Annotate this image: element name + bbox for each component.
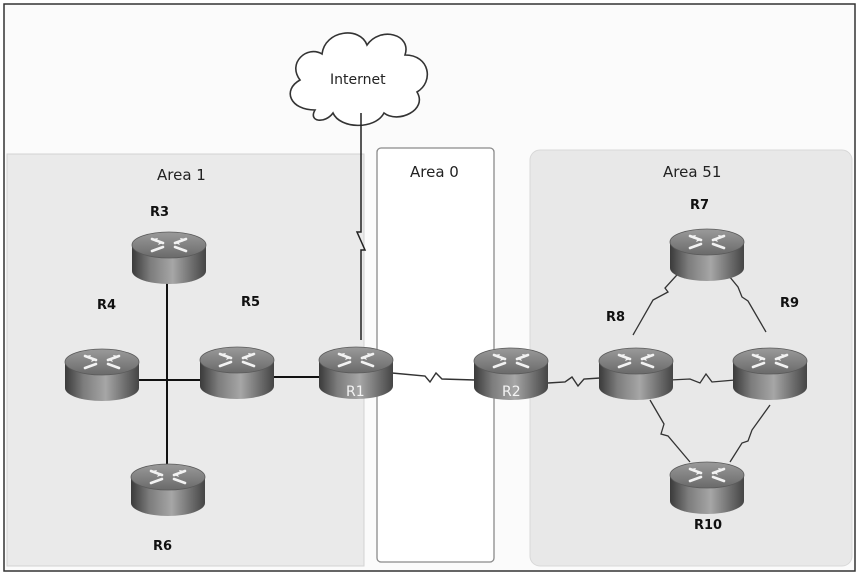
router-r4: [63, 347, 141, 403]
router-label-r7: R7: [690, 198, 710, 213]
area-0-label: Area 0: [410, 163, 459, 181]
router-r9: [731, 346, 809, 402]
router-label-r9: R9: [780, 296, 800, 311]
area-1-label: Area 1: [157, 166, 206, 184]
link-r2-r8: [547, 376, 601, 388]
internet-label: Internet: [330, 72, 386, 88]
router-label-r5: R5: [241, 295, 261, 310]
internet-link: [355, 113, 367, 340]
router-r7: [668, 227, 746, 283]
router-r3: [130, 230, 208, 286]
router-label-r4: R4: [97, 298, 117, 313]
link-r7-r9: [719, 264, 767, 333]
link-r1-r2: [391, 371, 476, 384]
area-51-label: Area 51: [663, 163, 722, 181]
router-r8: [597, 346, 675, 402]
router-label-r1: R1: [346, 384, 365, 400]
router-label-r8: R8: [606, 310, 626, 325]
router-label-r6: R6: [153, 539, 173, 554]
router-r10: [668, 460, 746, 516]
internet-cloud: [289, 32, 429, 127]
link-r8-r10: [649, 399, 691, 463]
router-label-r2: R2: [502, 384, 521, 400]
link-r9-r10: [729, 404, 771, 463]
area-0-box: [376, 147, 495, 563]
router-label-r3: R3: [150, 205, 170, 220]
router-label-r10: R10: [694, 518, 723, 533]
link-r8-r7: [632, 264, 687, 336]
router-r5: [198, 345, 276, 401]
link-r8-r9: [669, 372, 736, 384]
router-r6: [129, 462, 207, 518]
